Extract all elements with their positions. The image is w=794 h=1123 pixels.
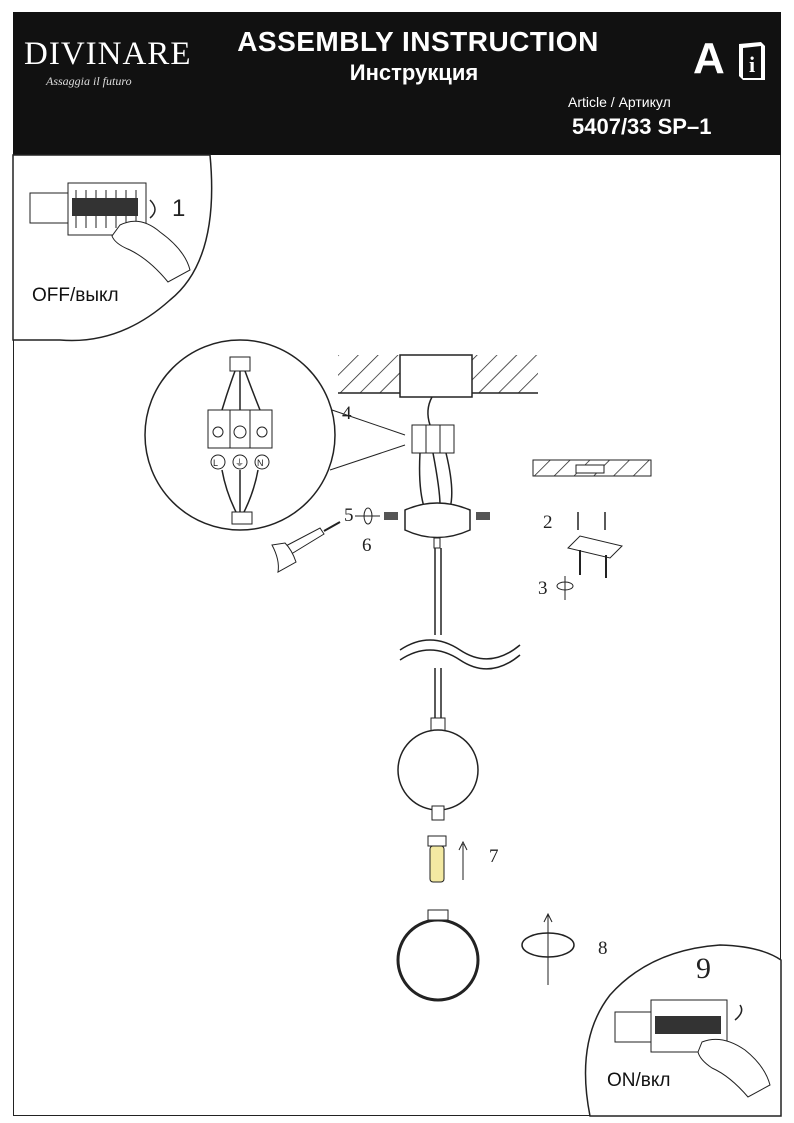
step-2-label: 2 xyxy=(543,512,553,533)
terminal-n: N xyxy=(257,458,264,468)
terminal-l: L xyxy=(213,458,218,468)
terminal-marks: L ⏚ N xyxy=(213,458,264,468)
step-7-label: 7 xyxy=(489,846,499,867)
step-9-label: 9 xyxy=(696,952,711,985)
article-label: Article / Артикул xyxy=(568,94,671,110)
step-3-label: 3 xyxy=(538,578,548,599)
cable xyxy=(399,548,521,720)
canopy xyxy=(384,502,490,549)
step-4-label: 4 xyxy=(342,403,352,424)
step-6-label: 6 xyxy=(362,535,372,556)
ring-decor xyxy=(396,909,575,1002)
step-5-label: 5 xyxy=(344,505,354,526)
doc-letter: A xyxy=(693,34,725,83)
step-8-label: 8 xyxy=(598,938,608,959)
globe-shade xyxy=(397,717,479,821)
brand-tagline: Assaggia il futuro xyxy=(46,74,132,88)
title-english: ASSEMBLY INSTRUCTION xyxy=(237,26,599,57)
step-1-label: 1 xyxy=(172,195,186,222)
off-label: OFF/выкл xyxy=(32,285,119,306)
power-on-panel xyxy=(584,944,782,1117)
hand-icon xyxy=(111,220,191,283)
step5-screw xyxy=(355,507,380,525)
terminal-earth: ⏚ xyxy=(235,458,244,468)
title-russian: Инструкция xyxy=(349,60,479,85)
on-label: ON/вкл xyxy=(607,1070,671,1091)
screwdriver-icon xyxy=(271,521,341,573)
info-glyph: i xyxy=(749,52,755,77)
ceiling xyxy=(338,354,538,398)
g9-bulb xyxy=(427,835,468,883)
ceiling-terminal xyxy=(411,396,455,511)
info-book-icon: i xyxy=(739,42,765,80)
terminal-detail-circle xyxy=(144,339,406,531)
rotate-arrow-icon xyxy=(149,199,156,219)
power-off-panel xyxy=(12,154,213,342)
article-number: 5407/33 SP–1 xyxy=(572,114,712,139)
document-header xyxy=(13,12,781,155)
brand-logo: DIVINARE xyxy=(24,36,192,72)
mounting-bracket xyxy=(532,459,652,600)
